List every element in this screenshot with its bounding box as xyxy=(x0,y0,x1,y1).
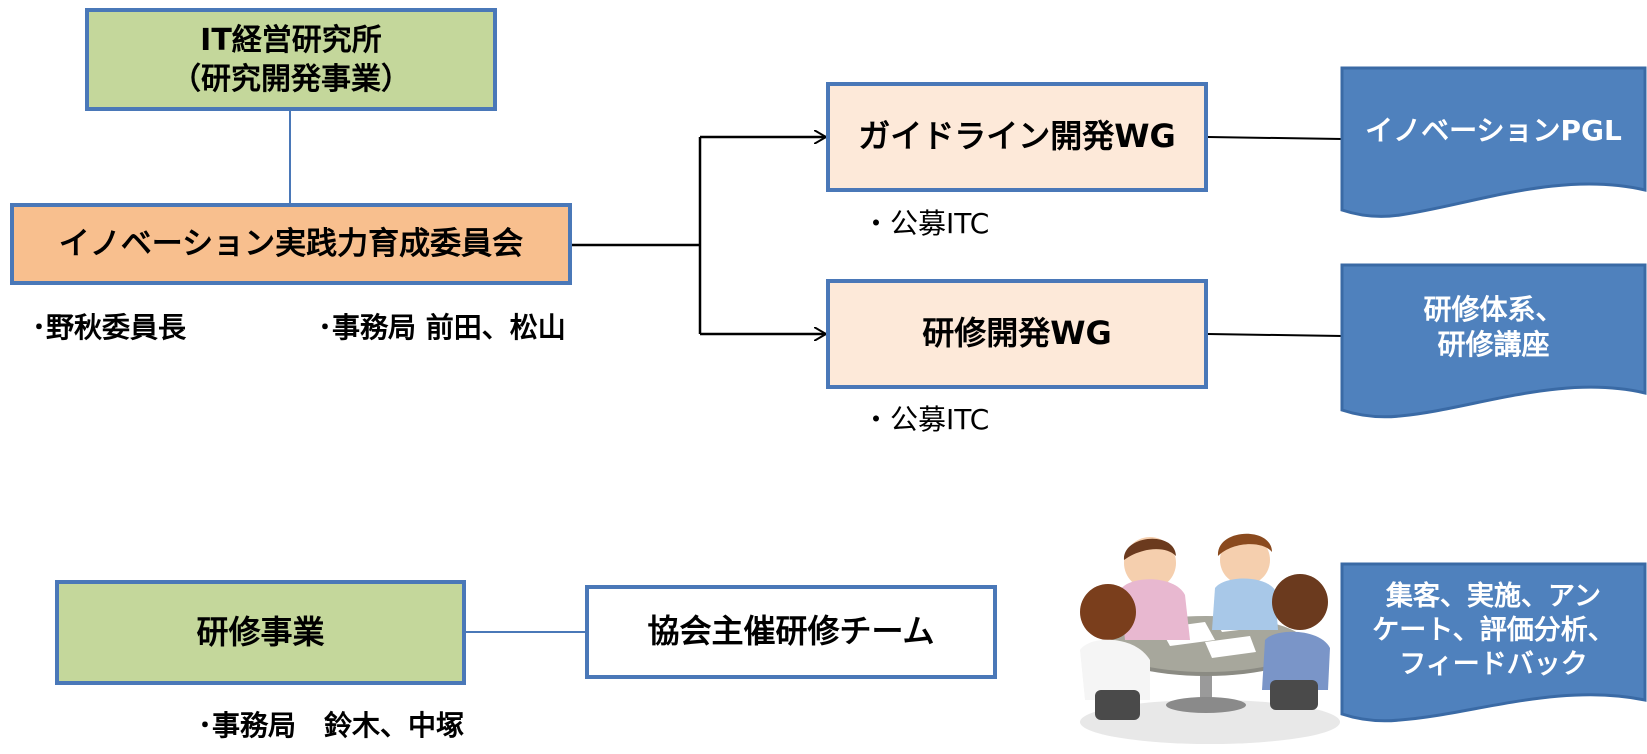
doc-shape-training xyxy=(1340,263,1647,419)
guideline-wg-note: ・公募ITC xyxy=(862,207,990,240)
doc-activities-text: 集客、実施、アン ケート、評価分析、 フィードバック xyxy=(1342,566,1645,696)
guideline-wg-label: ガイドライン開発WG xyxy=(858,117,1176,156)
doc-shape-pgl xyxy=(1340,66,1647,218)
doc-training-label: 研修体系、 研修講座 xyxy=(1423,293,1564,361)
training-wg-box: 研修開発WG xyxy=(826,279,1208,389)
committee-label: イノベーション実践力育成委員会 xyxy=(58,225,524,262)
guideline-wg-box: ガイドライン開発WG xyxy=(826,82,1208,192)
doc-activities-label: 集客、実施、アン ケート、評価分析、 フィードバック xyxy=(1372,581,1615,680)
training-business-label: 研修事業 xyxy=(196,612,325,651)
doc-pgl-text: イノベーションPGL xyxy=(1342,70,1645,190)
doc-training-text: 研修体系、 研修講座 xyxy=(1342,272,1645,382)
doc-shape-activities xyxy=(1340,562,1647,723)
training-wg-label: 研修開発WG xyxy=(922,314,1112,353)
institute-subtitle: （研究開発事業） xyxy=(171,61,411,97)
team-label: 協会主催研修チーム xyxy=(647,612,935,651)
training-business-box: 研修事業 xyxy=(55,580,466,685)
association-training-team-box: 協会主催研修チーム xyxy=(585,585,997,679)
doc-pgl-label: イノベーションPGL xyxy=(1365,113,1622,147)
training-business-note: ･事務局 鈴木、中塚 xyxy=(198,709,465,742)
training-wg-note: ・公募ITC xyxy=(862,403,990,436)
innovation-committee-box: イノベーション実践力育成委員会 xyxy=(10,203,572,285)
meeting-people-illustration xyxy=(1080,533,1340,744)
institute-title: IT経営研究所 xyxy=(200,22,382,58)
connector-guideline-pgl xyxy=(1207,136,1343,140)
connector-training-docs xyxy=(1207,333,1343,337)
committee-secretariat-note: ･事務局 前田、松山 xyxy=(318,311,566,344)
it-management-institute-box: IT経営研究所 （研究開発事業） xyxy=(85,8,497,111)
committee-chair-note: ･野秋委員長 xyxy=(32,311,187,344)
